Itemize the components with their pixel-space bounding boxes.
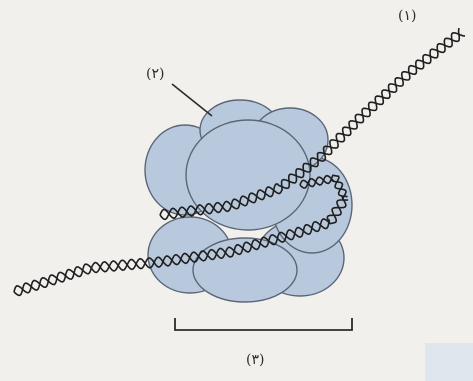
label-nucleosome-length: (۳) [246,352,264,368]
label-dna-strand: (۱) [398,8,416,24]
histone-pointer-line [172,84,212,116]
label-histone-octamer: (۲) [146,66,164,82]
histone-lobe [193,238,297,302]
nucleosome-bracket [175,318,352,330]
